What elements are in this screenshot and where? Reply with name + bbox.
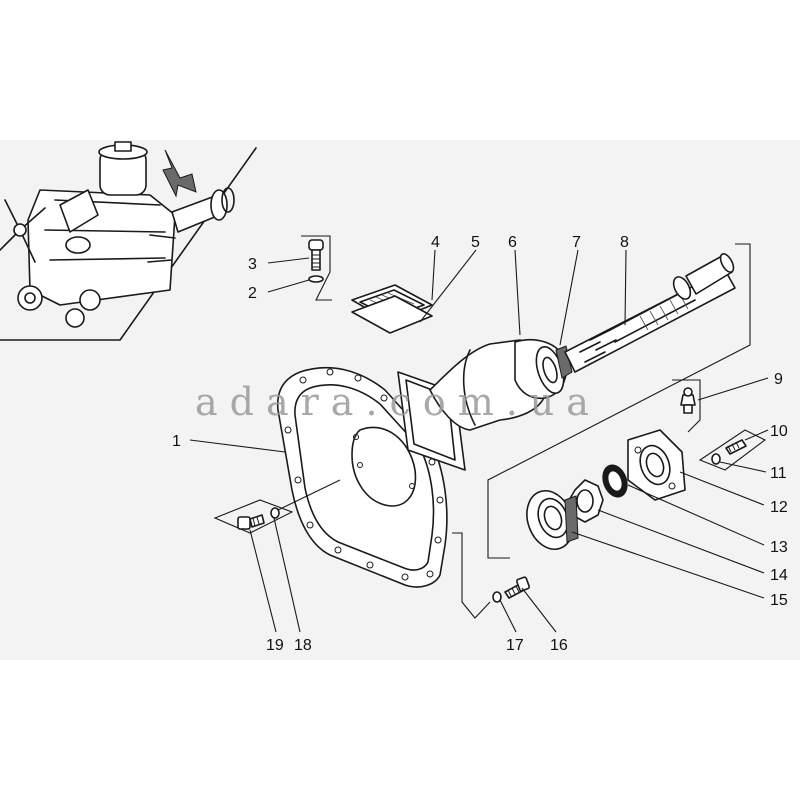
callout-5: 5 bbox=[471, 234, 480, 251]
callout-16: 16 bbox=[550, 637, 568, 654]
callout-13: 13 bbox=[770, 539, 788, 556]
callout-19: 19 bbox=[266, 637, 284, 654]
callout-17: 17 bbox=[506, 637, 524, 654]
splined-shaft bbox=[564, 253, 736, 373]
ball-bearing bbox=[526, 490, 579, 550]
callout-1: 1 bbox=[172, 433, 181, 450]
left-bolt bbox=[213, 479, 341, 534]
leader-lines bbox=[189, 249, 769, 633]
callout-14: 14 bbox=[770, 567, 788, 584]
bearing-cover bbox=[627, 429, 686, 501]
engine-block bbox=[0, 141, 176, 328]
callout-labels: 1 2 3 4 5 6 7 8 9 10 11 12 13 14 15 16 1… bbox=[172, 234, 788, 654]
callout-6: 6 bbox=[508, 234, 517, 251]
right-bolt bbox=[698, 429, 767, 471]
cover-plate bbox=[351, 284, 433, 334]
callout-3: 3 bbox=[248, 256, 257, 273]
callout-4: 4 bbox=[431, 234, 440, 251]
callout-10: 10 bbox=[770, 423, 788, 440]
callout-15: 15 bbox=[770, 592, 788, 609]
callout-11: 11 bbox=[770, 465, 787, 482]
callout-18: 18 bbox=[294, 637, 312, 654]
shaft-housing bbox=[397, 338, 573, 471]
bottom-bolt bbox=[452, 532, 530, 619]
callout-9: 9 bbox=[774, 371, 783, 388]
callout-7: 7 bbox=[572, 234, 581, 251]
bolt-holes bbox=[284, 368, 444, 581]
location-arrow-icon bbox=[162, 149, 197, 198]
seal-ring bbox=[602, 464, 628, 498]
callout-12: 12 bbox=[770, 499, 788, 516]
assembly-bracket bbox=[487, 243, 751, 559]
callout-2: 2 bbox=[248, 285, 257, 302]
grease-fitting bbox=[672, 379, 701, 433]
engine-inset bbox=[0, 141, 257, 341]
inset-shaft bbox=[171, 187, 235, 233]
watermark: adara.com.ua bbox=[195, 380, 601, 424]
top-bolt bbox=[301, 235, 332, 301]
callout-8: 8 bbox=[620, 234, 629, 251]
